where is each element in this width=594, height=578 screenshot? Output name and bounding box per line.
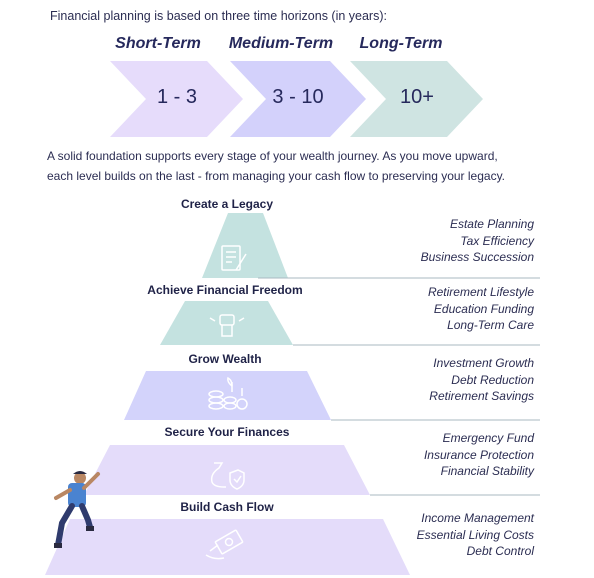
benefit-item: Retirement Savings [429,389,534,404]
benefit-item: Business Succession [420,250,534,265]
horizon-short-arrow [110,61,243,137]
foundation-paragraph: A solid foundation supports every stage … [47,146,547,186]
pyramid-level-freedom [160,301,293,345]
benefit-item: Income Management [421,511,534,525]
horizon-short-range: 1 - 3 [156,86,198,108]
benefit-item: Estate Planning [449,217,534,231]
climber-figure [54,471,100,548]
benefits-freedom: Retirement Lifestyle Education Funding L… [354,284,534,334]
benefits-secure: Emergency Fund Insurance Protection Fina… [354,430,534,480]
horizon-medium-range: 3 - 10 [272,86,324,108]
horizon-long-arrow [350,61,483,137]
benefit-item: Tax Efficiency [460,233,534,248]
intro-text: Financial planning is based on three tim… [50,9,387,23]
level-title-freedom: Achieve Financial Freedom [147,283,303,297]
horizon-arrows [110,61,483,137]
benefits-grow: Investment Growth Debt Reduction Retirem… [354,355,534,405]
horizon-long-label: Long-Term [359,35,443,52]
pyramid-level-secure [84,445,370,495]
benefit-item: Emergency Fund [442,431,534,445]
level-title-legacy: Create a Legacy [180,197,274,211]
horizon-medium-arrow [230,61,366,137]
pyramid-level-legacy [202,213,288,278]
benefit-item: Long-Term Care [447,318,534,333]
horizon-short-label: Short-Term [115,35,201,52]
benefit-item: Essential Living Costs [416,527,534,542]
raised-fist-icon [209,314,245,337]
benefit-item: Insurance Protection [423,447,534,462]
cash-flow-icon [205,529,244,560]
benefits-cashflow: Income Management Essential Living Costs… [354,510,534,560]
level-title-cashflow: Build Cash Flow [180,500,274,514]
level-title-grow: Grow Wealth [188,352,262,366]
benefit-item: Debt Reduction [451,372,534,387]
level-title-secure: Secure Your Finances [164,425,290,439]
benefit-item: Financial Stability [440,464,534,479]
money-bag-shield-icon [210,462,245,490]
horizon-medium-label: Medium-Term [228,35,334,52]
coins-growth-icon [208,376,248,410]
pyramid-level-cashflow [45,519,410,575]
paragraph-line-1: A solid foundation supports every stage … [47,149,498,163]
benefit-item: Debt Control [466,544,534,559]
benefit-item: Education Funding [433,301,534,316]
horizon-long-range: 10+ [400,86,434,108]
pyramid-level-grow [124,371,331,420]
benefits-legacy: Estate Planning Tax Efficiency Business … [354,216,534,266]
benefit-item: Investment Growth [433,356,534,370]
paragraph-line-2: each level builds on the last - from man… [47,169,506,183]
benefit-item: Retirement Lifestyle [427,285,534,299]
document-pen-icon [221,245,247,271]
